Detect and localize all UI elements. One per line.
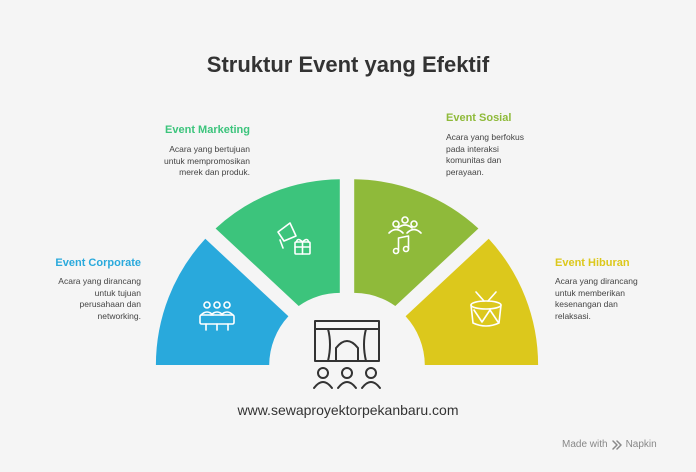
stage-audience-icon [313, 320, 381, 389]
segment-hiburan [405, 238, 539, 365]
segment-marketing [215, 179, 340, 306]
desc-sosial: Acara yang berfokus pada interaksi komun… [446, 132, 524, 177]
label-marketing: Event Marketing [165, 124, 250, 136]
drum-icon [470, 291, 502, 327]
made-with-text: Made with [562, 439, 608, 450]
group-meeting-icon [199, 301, 235, 331]
napkin-logo-icon [611, 439, 622, 450]
desc-marketing: Acara yang bertujuan untuk mempromosikan… [164, 144, 250, 177]
website-url: www.sewaproyektorpekanbaru.com [237, 402, 459, 418]
footer-credit: Made with Napkin [562, 439, 657, 450]
desc-hiburan: Acara yang dirancang untuk memberikan ke… [555, 276, 638, 321]
label-hiburan: Event Hiburan [555, 257, 630, 269]
page-title: Struktur Event yang Efektif [206, 52, 490, 77]
community-music-icon [388, 216, 422, 255]
megaphone-gift-icon [277, 222, 311, 255]
segment-sosial [354, 179, 479, 306]
desc-corporate: Acara yang dirancang untuk tujuan perusa… [58, 276, 141, 321]
napkin-brand-text: Napkin [625, 439, 657, 450]
label-sosial: Event Sosial [446, 112, 512, 124]
label-corporate: Event Corporate [55, 257, 141, 269]
segment-corporate [155, 238, 289, 365]
